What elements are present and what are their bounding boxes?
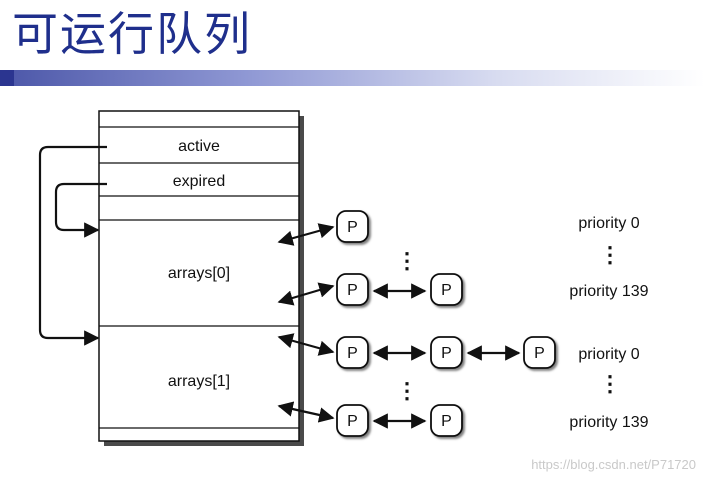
runqueue-struct-box: [98, 110, 300, 442]
vertical-ellipsis: ⋮: [396, 378, 418, 403]
process-label: P: [347, 413, 358, 430]
vertical-ellipsis: ⋮: [396, 248, 418, 273]
vertical-ellipsis: ⋮: [599, 242, 621, 267]
link-arrow: [277, 223, 335, 246]
title-bar-accent: [0, 70, 14, 86]
process-node: P: [523, 336, 556, 369]
arrays1-label: arrays[1]: [168, 373, 230, 390]
process-node: P: [336, 336, 369, 369]
link-arrow: [277, 333, 335, 356]
process-label: P: [441, 413, 452, 430]
process-node: P: [336, 273, 369, 306]
process-node: P: [430, 273, 463, 306]
process-label: P: [441, 282, 452, 299]
slide-title: 可运行队列: [12, 7, 252, 61]
priority-label: priority 139: [569, 414, 648, 431]
priority-label: priority 0: [578, 215, 639, 232]
process-label: P: [347, 282, 358, 299]
process-node: P: [430, 404, 463, 437]
vertical-ellipsis: ⋮: [599, 371, 621, 396]
title-underline-bar: [0, 70, 705, 86]
watermark-text: https://blog.csdn.net/P71720: [531, 457, 696, 472]
active-label: active: [178, 138, 220, 155]
priority-label: priority 139: [569, 283, 648, 300]
process-node: P: [336, 210, 369, 243]
process-label: P: [441, 345, 452, 362]
expired-label: expired: [173, 173, 225, 190]
process-node: P: [336, 404, 369, 437]
active-pointer-arrow: [38, 145, 107, 346]
expired-pointer-arrow: [54, 182, 107, 238]
process-label: P: [347, 219, 358, 236]
process-label: P: [534, 345, 545, 362]
arrays0-label: arrays[0]: [168, 265, 230, 282]
priority-label: priority 0: [578, 346, 639, 363]
process-node: P: [430, 336, 463, 369]
link-arrow: [277, 282, 335, 306]
process-label: P: [347, 345, 358, 362]
link-arrow: [277, 401, 335, 423]
